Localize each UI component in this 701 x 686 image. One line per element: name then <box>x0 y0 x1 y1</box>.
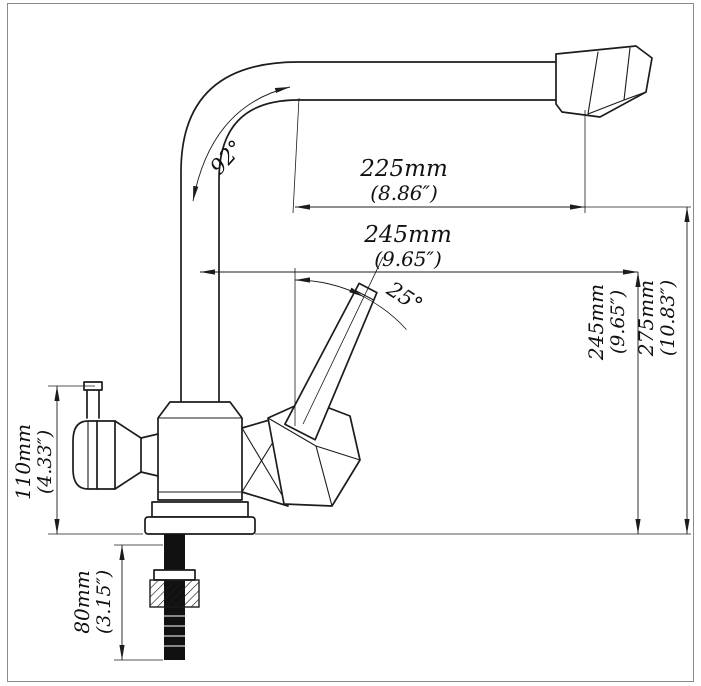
dim-110-inch-label: (4.33″) <box>34 430 56 494</box>
dim-225-mm-label: 225mm <box>359 156 448 182</box>
dim-225-inch-label: (8.86″) <box>370 181 438 205</box>
lever-handle <box>284 282 378 441</box>
body-outline <box>157 401 243 501</box>
shank-washer <box>153 569 196 581</box>
dim-body-height-110: 110mm (4.33″) <box>11 385 143 535</box>
shank-thread-lines <box>164 615 185 647</box>
angle-25-label: 25° <box>382 276 427 317</box>
side-handle-neck <box>140 433 159 477</box>
lever-assembly <box>241 282 378 507</box>
shank-nut <box>149 579 200 608</box>
mounting-base <box>144 501 256 660</box>
angle-25-arc-extension <box>363 296 407 330</box>
angle-spout-bend-92: 92° <box>192 86 291 202</box>
dim-80-mm-label: 80mm <box>70 570 94 633</box>
side-handle <box>72 381 159 490</box>
side-handle-stub <box>86 389 100 419</box>
dim-spout-reach-225: 225mm (8.86″) <box>292 97 586 214</box>
spout-head-facet-3 <box>587 99 625 115</box>
lever-hex-facets <box>267 417 361 507</box>
dim-245v-mm-label: 245mm <box>584 284 608 361</box>
spout-head <box>555 45 653 118</box>
dim-245h-mm-label: 245mm <box>363 222 452 248</box>
base-plate <box>144 516 256 535</box>
spout-head-facet-1 <box>587 51 599 115</box>
dim-spout-height-245: 245mm (9.65″) <box>584 272 641 534</box>
dim-225-ext-left <box>292 97 300 214</box>
angle-25-arc <box>294 277 364 298</box>
connector-bottom-line <box>241 491 289 507</box>
dim-80-inch-label: (3.15″) <box>93 570 115 634</box>
angle-25-lever-axis <box>302 256 384 425</box>
side-handle-cylinder <box>96 420 116 490</box>
side-handle-cone <box>114 420 142 490</box>
dim-spout-reach-245: 245mm (9.65″) <box>200 222 638 275</box>
faucet-body <box>72 282 378 507</box>
connector-diagonal-1 <box>241 427 286 501</box>
dim-245h-inch-label: (9.65″) <box>374 247 442 271</box>
angle-92-label: 92° <box>205 135 248 179</box>
dim-245v-inch-label: (9.65″) <box>607 290 629 354</box>
dim-275-mm-label: 275mm <box>634 280 658 357</box>
drawing-border <box>7 3 694 682</box>
dim-shank-length-80: 80mm (3.15″) <box>70 544 163 661</box>
dim-275-inch-label: (10.83″) <box>657 280 679 356</box>
dim-110-mm-label: 110mm <box>11 424 35 500</box>
base-flange <box>151 501 249 518</box>
dim-overall-height-275: 275mm (10.83″) <box>255 206 691 535</box>
angle-92-arc <box>192 86 291 202</box>
side-handle-knob <box>72 420 98 490</box>
